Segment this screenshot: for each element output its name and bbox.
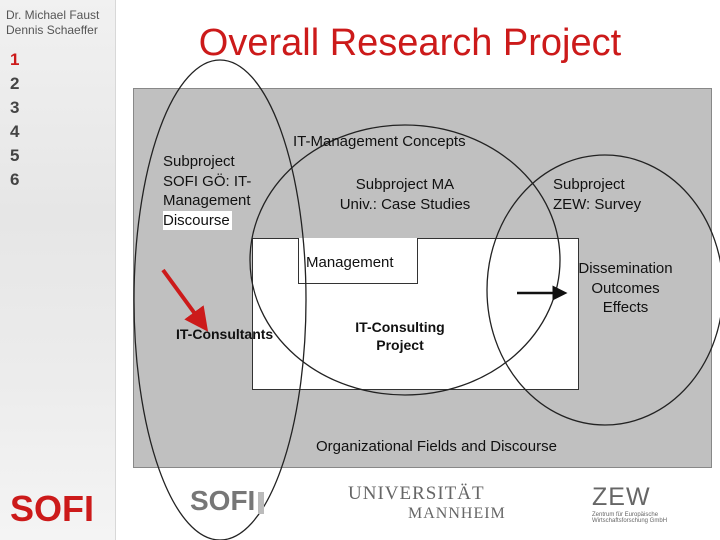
organizational-fields-label: Organizational Fields and Discourse bbox=[316, 438, 557, 455]
management-label: Management bbox=[306, 254, 394, 271]
nav-item-6[interactable]: 6 bbox=[10, 170, 20, 189]
page-title: Overall Research Project bbox=[198, 22, 622, 64]
nav-item-4[interactable]: 4 bbox=[10, 122, 20, 141]
red-arrow bbox=[161, 268, 209, 332]
sofi-logo: SOFI bbox=[10, 488, 95, 529]
nav-item-3[interactable]: 3 bbox=[10, 98, 20, 117]
it-consulting-project-label: IT-Consulting Project bbox=[355, 319, 445, 354]
zew-logo: ZEW Zentrum für Europäische Wirtschaftsf… bbox=[592, 483, 668, 525]
university-mannheim-logo: UNIVERSITÄT MANNHEIM bbox=[348, 483, 506, 522]
it-consultants-label: IT-Consultants bbox=[176, 326, 274, 342]
dissemination-label: Dissemination Outcomes Effects bbox=[578, 260, 673, 316]
author-name-2: Dennis Schaeffer bbox=[6, 23, 98, 37]
management-box bbox=[298, 238, 418, 284]
zew-subproject-ellipse bbox=[486, 154, 720, 426]
subproject-ma-label: Subproject MA Univ.: Case Studies bbox=[339, 176, 471, 213]
subproject-zew-label: Subproject ZEW: Survey bbox=[553, 176, 642, 213]
sofi-subproject-ellipse bbox=[133, 59, 307, 540]
author-name-1: Dr. Michael Faust bbox=[6, 8, 100, 22]
subproject-sofi-label: Subproject SOFI GÖ: IT- Management Disco… bbox=[163, 153, 252, 230]
sidebar: Dr. Michael Faust Dennis Schaeffer 1 2 3… bbox=[0, 0, 116, 540]
it-management-concepts-label: IT-Management Concepts bbox=[293, 133, 466, 150]
nav-item-2[interactable]: 2 bbox=[10, 74, 20, 93]
footer-sofi-logo: SOFI bbox=[190, 485, 265, 517]
nav-item-5[interactable]: 5 bbox=[10, 146, 20, 165]
ma-subproject-ellipse bbox=[249, 124, 561, 396]
nav-item-1[interactable]: 1 bbox=[10, 50, 20, 69]
